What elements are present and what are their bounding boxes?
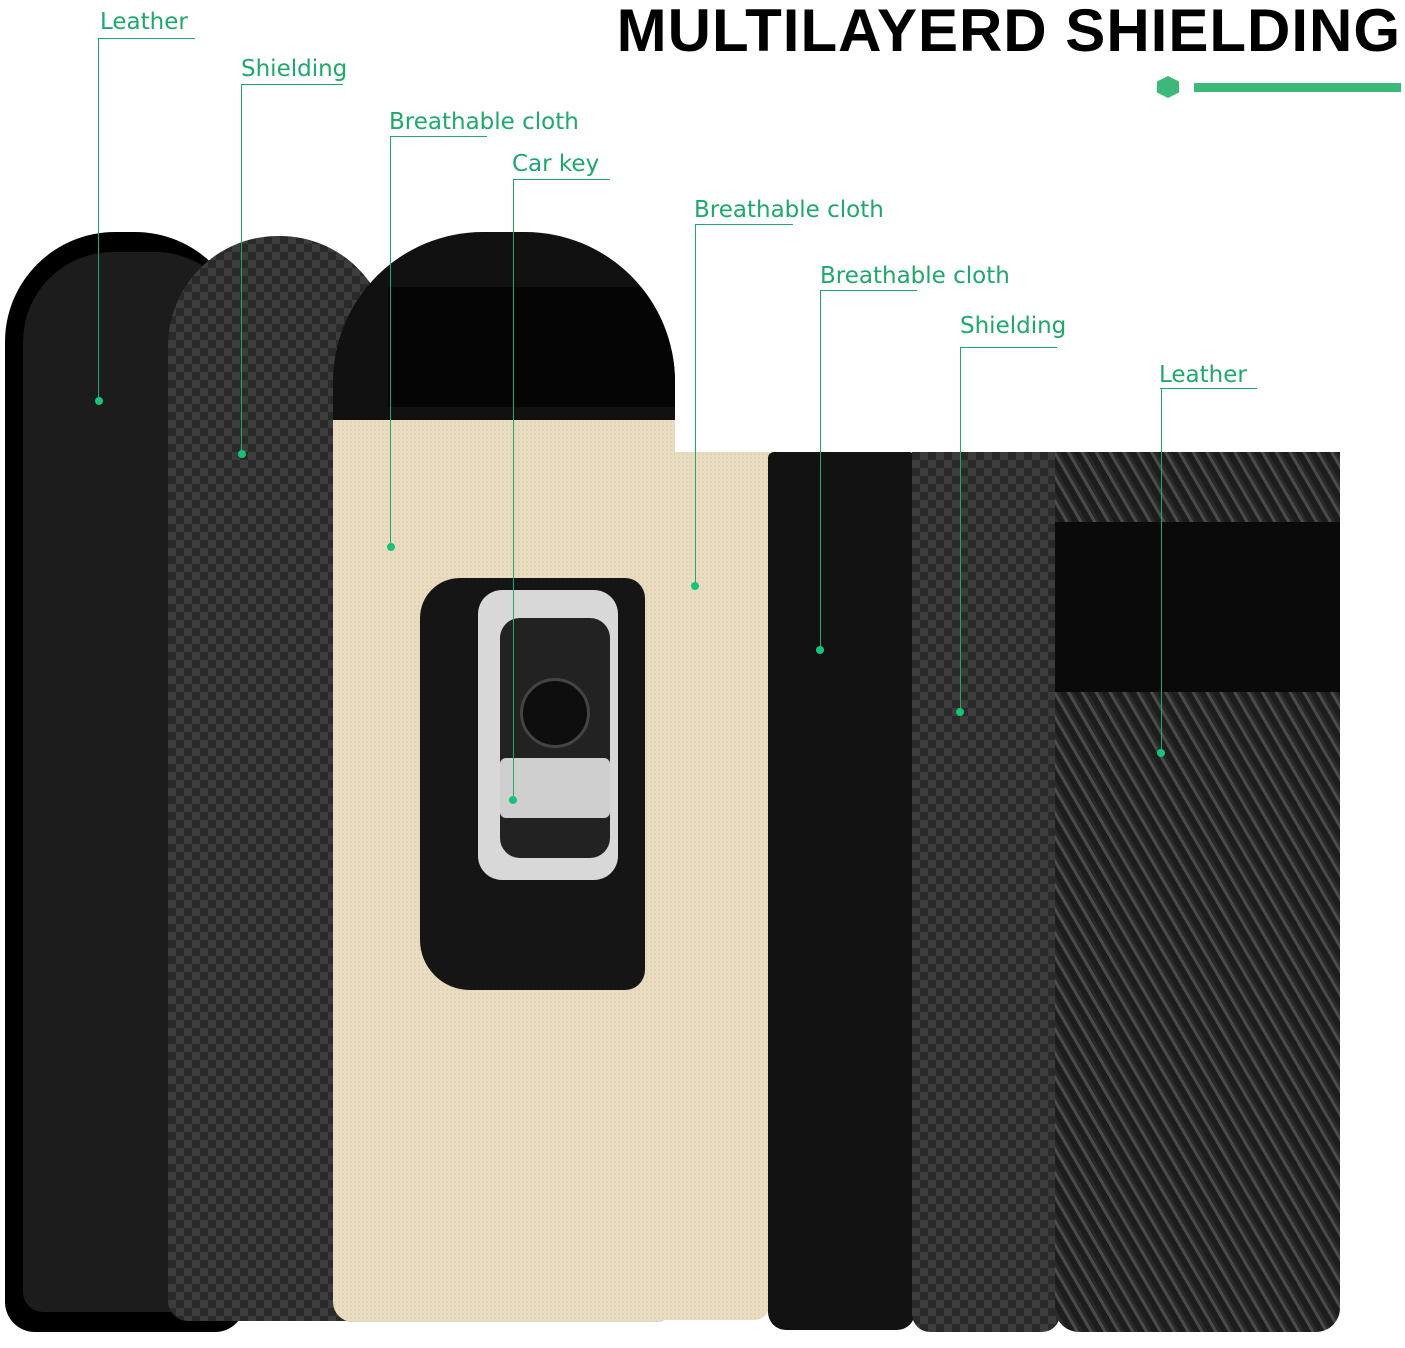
marker-dot bbox=[1157, 749, 1165, 757]
label-breathable-cloth-2: Breathable cloth bbox=[694, 197, 884, 223]
marker-dot bbox=[95, 397, 103, 405]
accent-bar bbox=[1194, 83, 1401, 92]
leader-line bbox=[98, 38, 195, 39]
label-leather-inner: Leather bbox=[1159, 362, 1247, 388]
leader-line bbox=[241, 84, 242, 453]
leader-line bbox=[513, 179, 610, 180]
leader-line bbox=[390, 136, 487, 137]
marker-dot bbox=[238, 450, 246, 458]
layer-breathable-cloth-black bbox=[768, 452, 915, 1330]
leader-line bbox=[695, 224, 696, 586]
leader-line bbox=[513, 179, 514, 800]
car-key bbox=[420, 578, 645, 990]
label-breathable-cloth-3: Breathable cloth bbox=[820, 263, 1010, 289]
label-breathable-cloth-1: Breathable cloth bbox=[389, 109, 579, 135]
leader-line bbox=[1160, 388, 1257, 389]
marker-dot bbox=[816, 646, 824, 654]
label-car-key: Car key bbox=[512, 151, 600, 177]
marker-dot bbox=[956, 708, 964, 716]
leader-line bbox=[820, 290, 821, 650]
hexagon-icon bbox=[1157, 76, 1179, 98]
layer-breathable-cloth-inner bbox=[645, 452, 770, 1320]
marker-dot bbox=[691, 582, 699, 590]
label-shielding-inner: Shielding bbox=[960, 313, 1067, 339]
marker-dot bbox=[387, 543, 395, 551]
leader-line bbox=[820, 290, 917, 291]
layer-shielding-inner bbox=[912, 452, 1060, 1332]
leader-line bbox=[695, 224, 793, 225]
layer-leather-carbon bbox=[1055, 452, 1340, 1332]
leader-line bbox=[960, 347, 1057, 348]
leader-line bbox=[390, 136, 391, 547]
label-shielding-outer: Shielding bbox=[241, 56, 348, 82]
leader-line bbox=[960, 347, 961, 712]
leader-line bbox=[98, 38, 99, 400]
page-title: MULTILAYERD SHIELDING bbox=[616, 0, 1401, 64]
marker-dot bbox=[509, 796, 517, 804]
leader-line bbox=[1161, 388, 1162, 753]
leader-line bbox=[241, 84, 343, 85]
label-leather-outer: Leather bbox=[100, 9, 188, 35]
